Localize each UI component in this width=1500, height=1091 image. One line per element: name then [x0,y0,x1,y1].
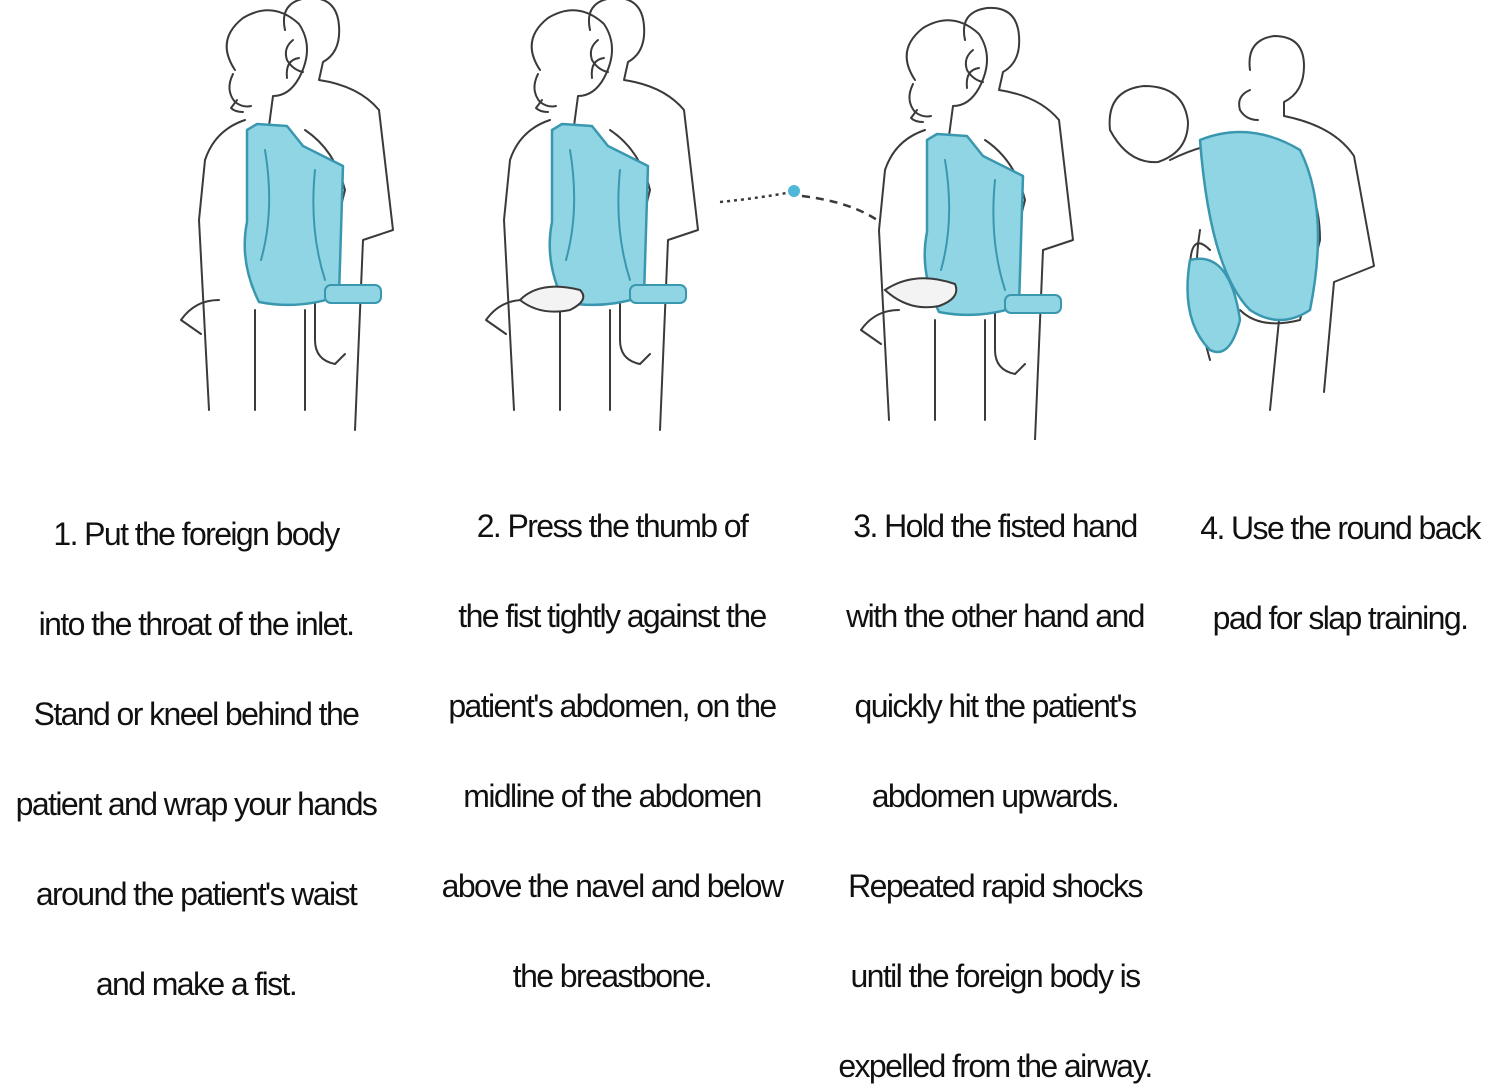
step-3-line-3: quickly hit the patient's [854,688,1138,724]
step-2-line-2: the fist tightly against the [458,598,767,634]
step-2-line-5: above the navel and below [441,868,784,904]
step-3-illustration-icon [859,6,1075,440]
step-3-line-6: until the foreign body is [850,958,1141,994]
step-1-illustration-icon [179,0,395,432]
step-1-line-2: into the throat of the inlet. [38,606,355,642]
step-1-line-5: around the patient's waist [35,876,358,912]
illustration-strip [179,0,1375,440]
step-2-line-3: patient's abdomen, on the [448,688,777,724]
step-3-line-5: Repeated rapid shocks [848,868,1143,904]
step-3-line-2: with the other hand and [846,598,1145,634]
step-2-illustration-icon [484,0,700,432]
step-2-line-4: midline of the abdomen [463,778,762,814]
step-3-line-1: 3. Hold the fisted hand [853,508,1138,544]
step-4-line-1: 4. Use the round back [1200,510,1481,546]
step-4-line-2: pad for slap training. [1212,600,1469,636]
step-4-illustration-icon [1108,35,1375,411]
step-3-line-7: expelled from the airway. [838,1048,1153,1084]
step-1-line-3: Stand or kneel behind the [33,696,360,732]
dotted-connector-icon [719,185,881,224]
step-3-line-4: abdomen upwards. [871,778,1120,814]
step-1-line-1: 1. Put the foreign body [53,516,340,552]
step-2-line-1: 2. Press the thumb of [476,508,749,544]
step-2-line-6: the breastbone. [512,958,713,994]
step-1-line-4: patient and wrap your hands [15,786,378,822]
step-1-line-6: and make a fist. [95,966,298,1002]
